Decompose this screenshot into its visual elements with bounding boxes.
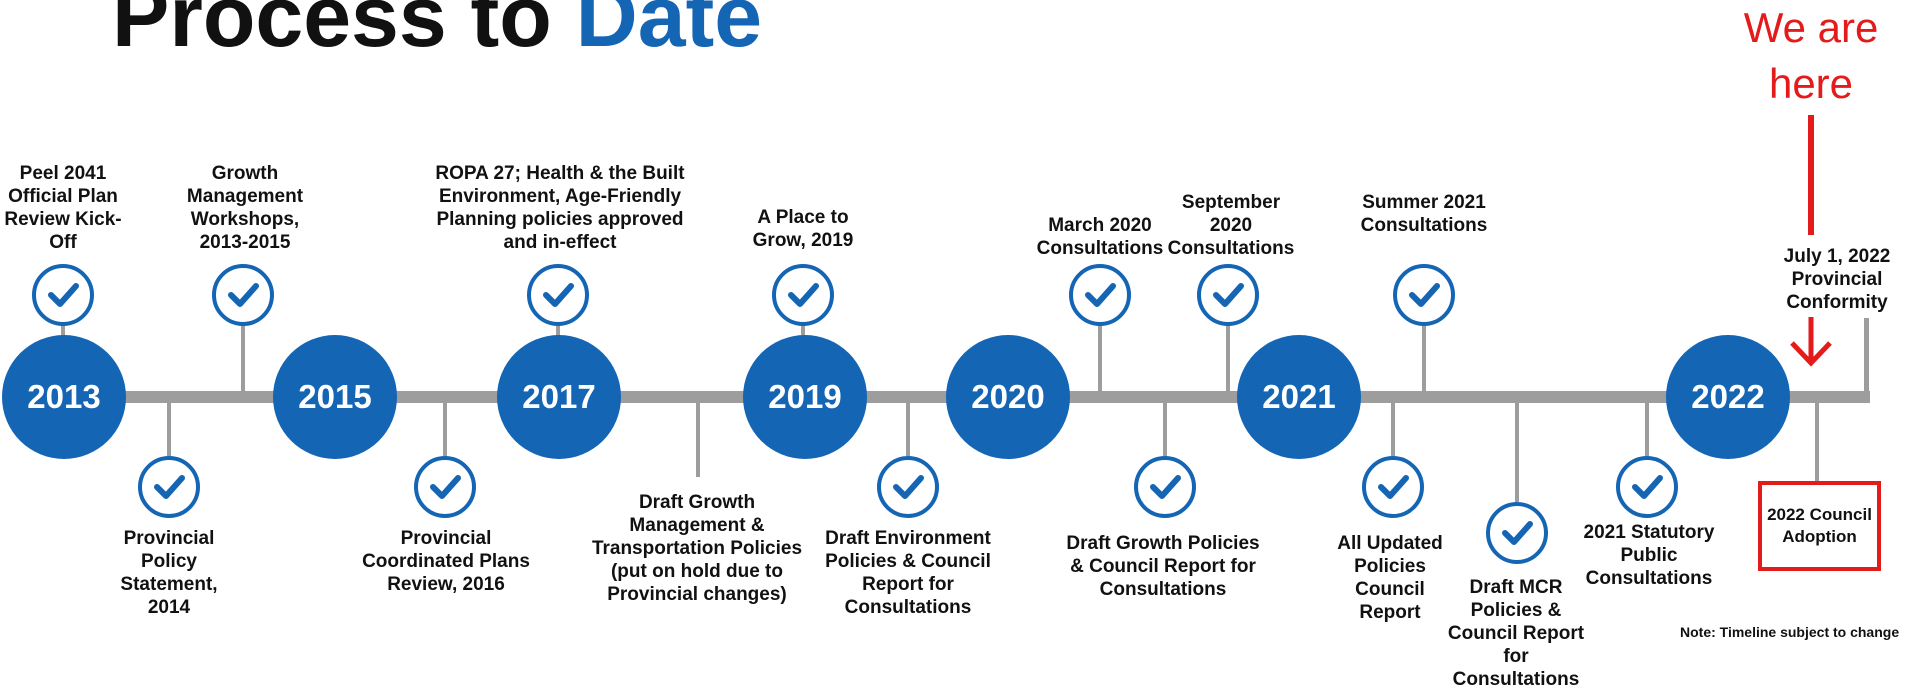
checkmark-icon [1393, 264, 1455, 326]
year-circle: 2019 [743, 335, 867, 459]
year-circle: 2022 [1666, 335, 1790, 459]
year-circle: 2020 [946, 335, 1070, 459]
checkmark-icon [414, 456, 476, 518]
stem [167, 402, 171, 456]
stem [1163, 402, 1167, 456]
milestone-label: July 1, 2022 Provincial Conformity [1783, 246, 1891, 313]
milestone-label: Peel 2041 Official Plan Review Kick-Off [4, 163, 122, 253]
milestone-label: Draft Growth Management & Transportation… [591, 492, 803, 605]
stem [1391, 402, 1395, 456]
stem [1515, 402, 1519, 502]
milestone-label: Provincial Coordinated Plans Review, 201… [362, 528, 530, 595]
checkmark-icon [212, 264, 274, 326]
milestone-label: All Updated Policies Council Report [1337, 533, 1443, 623]
timeline-note: Note: Timeline subject to change [1680, 624, 1900, 640]
page-title: Process to Date [112, 0, 762, 60]
checkmark-icon [1134, 456, 1196, 518]
year-circle: 2015 [273, 335, 397, 459]
stem [906, 402, 910, 456]
year-circle: 2013 [2, 335, 126, 459]
checkmark-icon [772, 264, 834, 326]
milestone-label: March 2020 Consultations [1036, 215, 1164, 259]
checkmark-icon [1069, 264, 1131, 326]
milestone-label: Draft Growth Policies & Council Report f… [1066, 533, 1260, 600]
milestone-label: Provincial Policy Statement, 2014 [120, 528, 218, 618]
stem [801, 320, 805, 340]
stem [61, 320, 65, 340]
checkmark-icon [138, 456, 200, 518]
checkmark-icon [1197, 264, 1259, 326]
milestone-label: ROPA 27; Health & the Built Environment,… [435, 163, 685, 253]
we-are-here-label: We are here [1743, 4, 1879, 107]
stem [696, 402, 700, 477]
year-circle: 2021 [1237, 335, 1361, 459]
milestone-label: Summer 2021 Consultations [1360, 192, 1488, 236]
stem [1226, 320, 1230, 392]
stem [241, 320, 245, 392]
checkmark-icon [527, 264, 589, 326]
stem [443, 402, 447, 456]
milestone-label: Draft MCR Policies & Council Report for … [1447, 577, 1585, 690]
checkmark-icon [1616, 456, 1678, 518]
milestone-label: A Place to Grow, 2019 [752, 207, 854, 251]
checkmark-icon [32, 264, 94, 326]
milestone-label: Draft Environment Policies & Council Rep… [825, 528, 991, 618]
stem [1098, 320, 1102, 392]
checkmark-icon [877, 456, 939, 518]
milestone-label: September 2020 Consultations [1167, 192, 1295, 259]
stem [1815, 402, 1819, 482]
checkmark-icon [1362, 456, 1424, 518]
stem [1422, 320, 1426, 392]
we-are-here-line [1808, 115, 1814, 235]
council-adoption-box: 2022 Council Adoption [1758, 481, 1881, 571]
checkmark-icon [1486, 502, 1548, 564]
page-title-accent: Date [575, 0, 763, 65]
we-are-here-arrow-icon [1790, 317, 1832, 367]
milestone-label: Growth Management Workshops, 2013-2015 [186, 163, 304, 253]
stem [556, 320, 560, 340]
milestone-label: 2021 Statutory Public Consultations [1583, 522, 1715, 589]
timeline-axis-end [1864, 318, 1869, 403]
stem [1645, 402, 1649, 456]
year-circle: 2017 [497, 335, 621, 459]
